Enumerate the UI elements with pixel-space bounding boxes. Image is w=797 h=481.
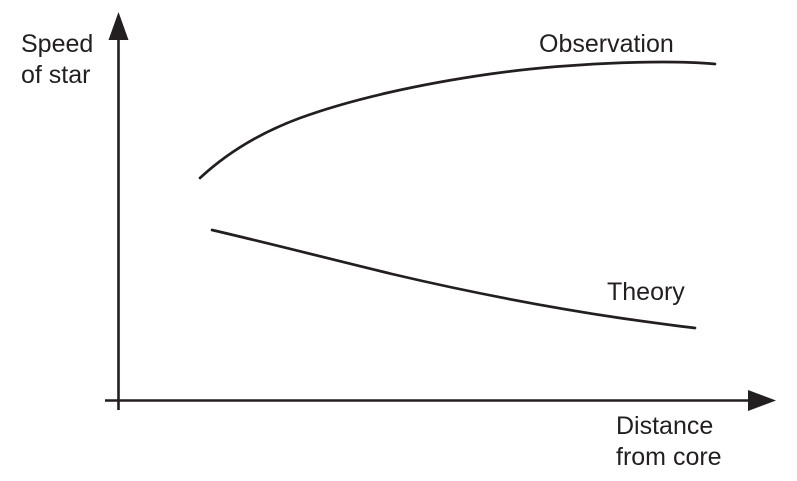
y-axis-label-line2: of star [21, 61, 91, 89]
x-axis-label-line1: Distance [616, 412, 714, 440]
y-axis-label: Speed of star [21, 29, 93, 91]
observation-curve [198, 60, 717, 180]
observation-curve-label: Observation [539, 30, 674, 58]
y-axis-label-line1: Speed [21, 30, 94, 58]
x-axis-label: Distance from core [616, 411, 722, 473]
x-axis-arrowhead [748, 390, 776, 411]
y-axis-arrowhead [108, 12, 129, 40]
x-axis-label-line2: from core [616, 443, 722, 471]
theory-curve-label: Theory [607, 278, 685, 306]
theory-curve [210, 228, 697, 330]
